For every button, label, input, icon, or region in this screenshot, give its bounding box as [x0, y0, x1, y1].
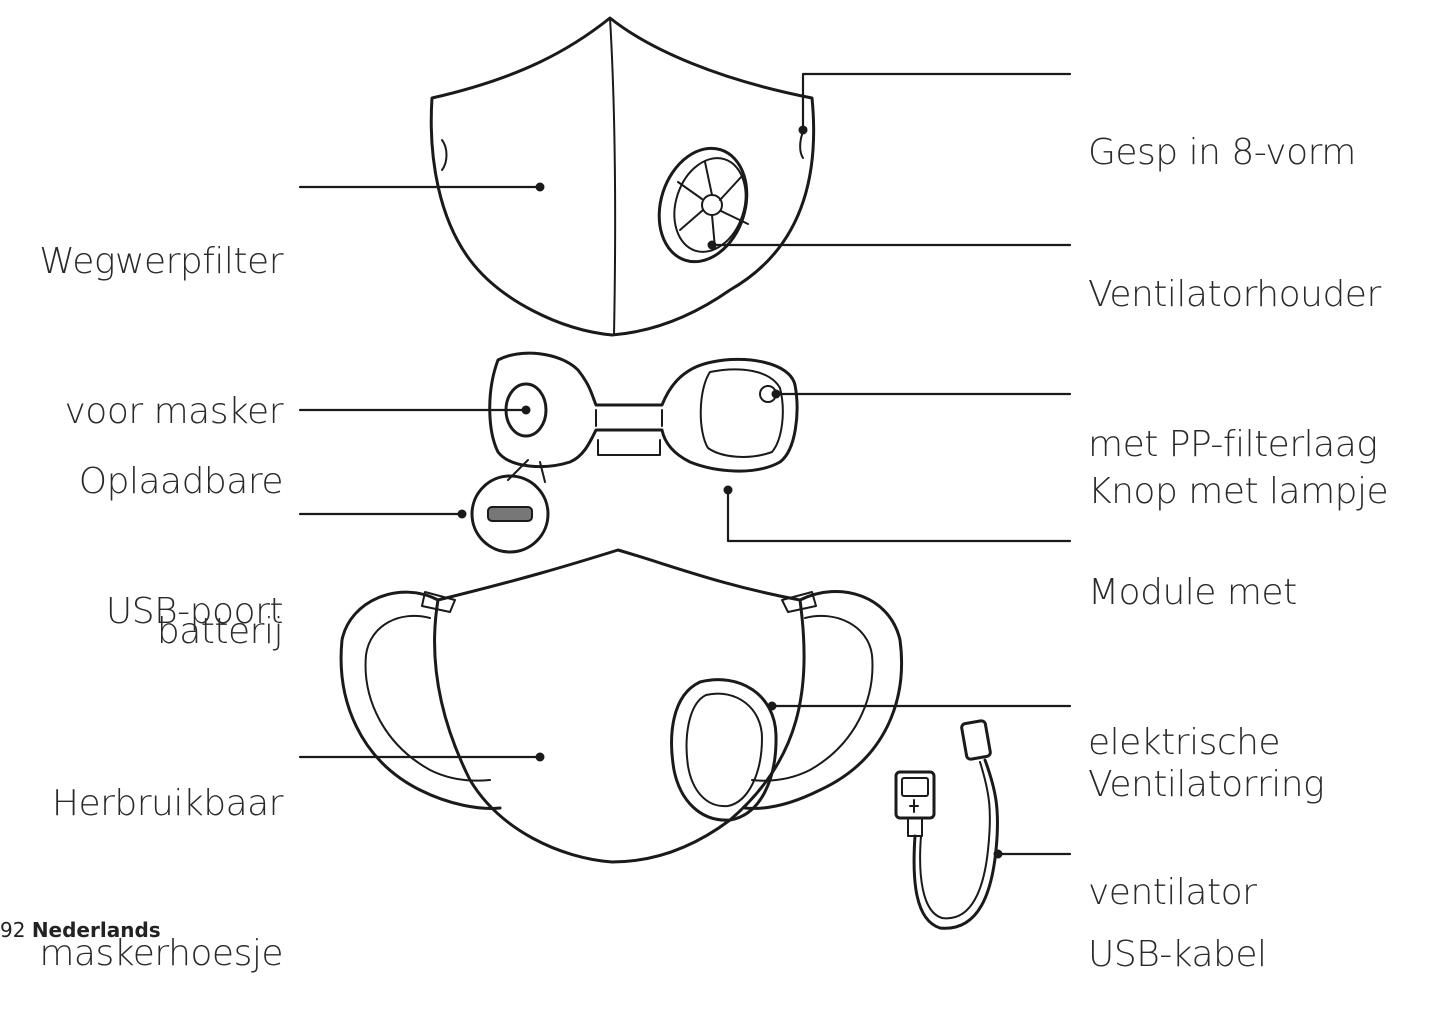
usb-cable-illustration [896, 720, 998, 928]
fan-module-illustration [490, 353, 797, 482]
page-footer: 92 Nederlands [0, 918, 161, 942]
label-mask-cover: Herbruikbaar maskerhoesje [39, 679, 283, 1029]
label-usb-cable: USB-kabel [1088, 830, 1267, 1030]
disposable-filter-illustration [431, 18, 813, 335]
page-number: 92 [0, 918, 25, 942]
footer-language: Nederlands [32, 918, 161, 942]
leader-lines [300, 74, 1070, 854]
label-usb-port: USB-poort [106, 487, 283, 687]
usb-port-illustration [472, 476, 548, 552]
